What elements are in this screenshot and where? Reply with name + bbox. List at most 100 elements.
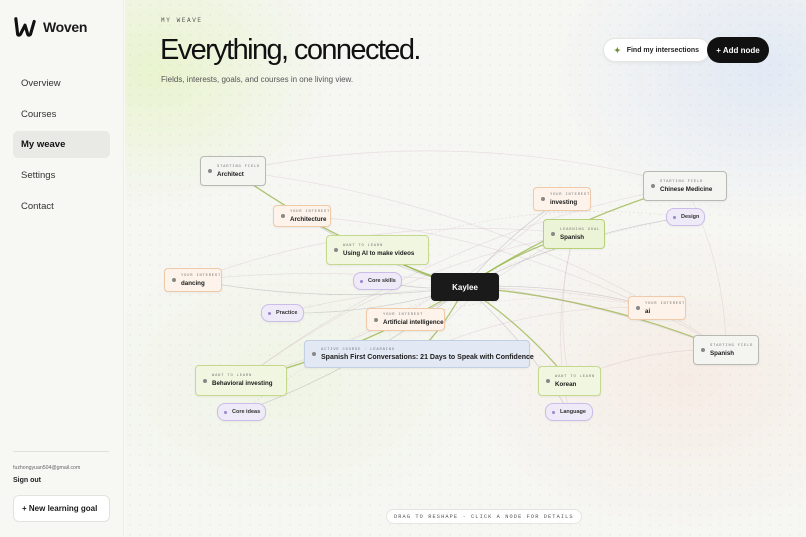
- node-kicker: WANT TO LEARN: [555, 374, 596, 379]
- node-label: Using AI to make videos: [343, 249, 415, 257]
- sidebar-item-my-weave[interactable]: My weave: [13, 131, 110, 159]
- main-area: MY WEAVE Everything, connected. Fields, …: [125, 0, 806, 537]
- node-text: Design: [681, 214, 699, 220]
- node-kicker: WANT TO LEARN: [343, 243, 384, 248]
- node-kicker: YOUR INTEREST: [645, 301, 686, 306]
- graph-edge: [240, 185, 686, 381]
- node-label: Language: [560, 409, 586, 415]
- sparkle-icon: ✦: [614, 45, 621, 55]
- graph-node-practice[interactable]: Practice: [261, 304, 304, 322]
- sidebar-item-courses[interactable]: Courses: [21, 108, 57, 120]
- graph-node-design[interactable]: Design: [666, 208, 705, 226]
- node-dot-icon: [546, 379, 550, 383]
- graph-edge: [562, 233, 575, 382]
- node-kicker: YOUR INTEREST: [550, 192, 591, 197]
- node-label: Architect: [217, 170, 244, 178]
- node-dot-icon: [224, 410, 227, 414]
- node-label: Behavioral investing: [212, 380, 273, 387]
- node-dot-icon: [701, 348, 705, 352]
- add-node-button[interactable]: + Add node: [707, 37, 769, 63]
- node-dot-icon: [172, 278, 176, 282]
- node-label: Spanish First Conversations: 21 Days to …: [321, 353, 534, 361]
- node-label: Practice: [276, 310, 298, 316]
- node-label: Core skills: [368, 278, 396, 284]
- new-learning-goal-button[interactable]: + New learning goal: [13, 495, 110, 522]
- node-kicker: YOUR INTEREST: [181, 273, 222, 278]
- node-label: Artificial intelligence: [383, 319, 444, 326]
- node-dot-icon: [208, 169, 212, 173]
- node-dot-icon: [651, 184, 655, 188]
- graph-node-core-skills[interactable]: Core skills: [353, 272, 402, 290]
- node-label: Core ideas: [232, 409, 261, 415]
- node-kicker: STARTING FIELD: [217, 164, 261, 169]
- node-label: Spanish: [560, 233, 585, 241]
- sign-out-link[interactable]: Sign out: [13, 477, 41, 484]
- graph-edge: [232, 170, 466, 288]
- center-node-label: Kaylee: [452, 282, 478, 292]
- graph-node-core-ideas[interactable]: Core ideas: [217, 403, 266, 421]
- node-text: Core ideas: [232, 409, 260, 415]
- node-label: investing: [550, 198, 578, 206]
- sidebar-nav: Overview Courses My weave Settings Conta…: [13, 70, 110, 223]
- page-eyebrow: MY WEAVE: [161, 17, 203, 24]
- node-dot-icon: [312, 352, 316, 356]
- page-subtitle: Fields, interests, goals, and courses in…: [161, 75, 354, 84]
- node-label: ai: [645, 307, 651, 315]
- sidebar: Woven Overview Courses My weave Settings…: [0, 0, 124, 537]
- node-dot-icon: [636, 306, 640, 310]
- node-dot-icon: [268, 311, 271, 315]
- graph-edge: [232, 150, 686, 187]
- node-kicker: LEARNING GOAL: [560, 227, 601, 232]
- node-kicker: YOUR INTEREST: [290, 209, 331, 214]
- node-text: Language: [560, 409, 586, 415]
- node-label: dancing: [181, 279, 205, 287]
- node-label: Korean: [555, 380, 577, 388]
- node-text: Practice: [276, 310, 297, 316]
- node-dot-icon: [281, 214, 285, 218]
- dot-grid-background: [125, 0, 806, 537]
- find-intersections-label: Find my intersections: [626, 46, 700, 54]
- node-kicker: STARTING FIELD: [710, 343, 754, 348]
- node-kicker: STARTING FIELD: [660, 179, 704, 184]
- logo[interactable]: Woven: [14, 16, 87, 38]
- node-kicker: YOUR INTEREST: [383, 313, 424, 317]
- node-dot-icon: [673, 215, 676, 219]
- interaction-hint: DRAG TO RESHAPE · CLICK A NODE FOR DETAI…: [386, 509, 582, 524]
- node-label: Spanish: [710, 349, 735, 357]
- sidebar-item-overview[interactable]: Overview: [21, 78, 61, 89]
- graph-node-language[interactable]: Language: [545, 403, 593, 421]
- graph-edge: [192, 279, 466, 296]
- woven-logo-icon: [14, 17, 36, 37]
- sidebar-item-contact[interactable]: Contact: [21, 200, 54, 212]
- node-label: Architecture: [290, 215, 327, 223]
- node-dot-icon: [541, 197, 545, 201]
- node-dot-icon: [552, 410, 555, 414]
- graph-node-center-user[interactable]: Kaylee: [431, 273, 499, 301]
- sidebar-item-settings[interactable]: Settings: [21, 170, 56, 182]
- find-intersections-button[interactable]: ✦ Find my intersections: [603, 38, 711, 62]
- user-email: fuzhongyuan504@gmail.com: [13, 465, 81, 471]
- node-dot-icon: [360, 279, 363, 283]
- graph-node-ai-interest[interactable]: YOUR INTEREST Artificial intelligence: [366, 308, 445, 331]
- sidebar-divider: [13, 451, 109, 452]
